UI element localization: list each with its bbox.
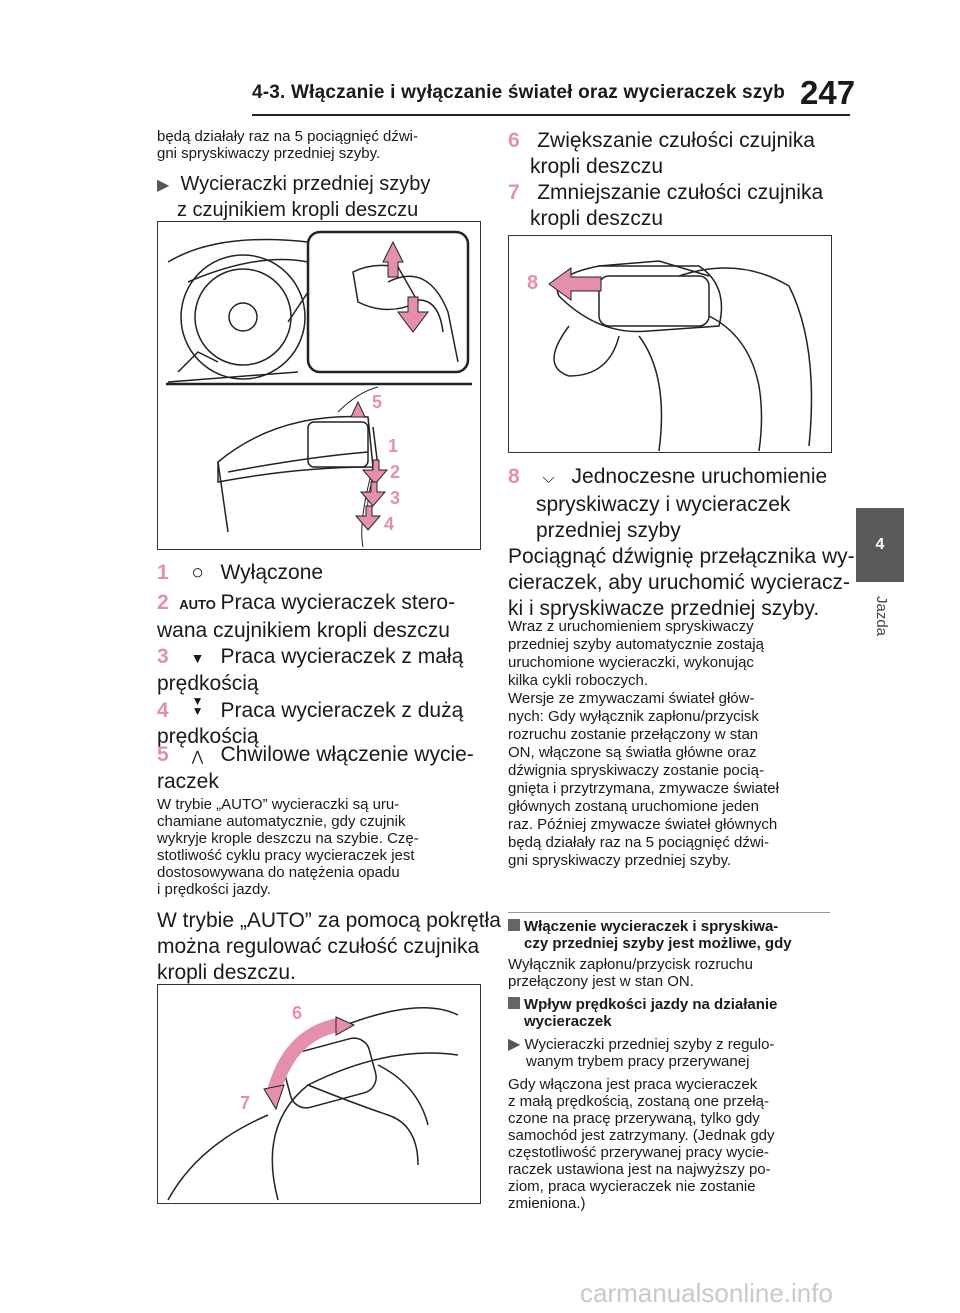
washer-spray-icon: ⌵ <box>542 470 555 487</box>
figure-washer-pull: 8 <box>508 235 832 453</box>
chevron-down-icon: ▼ <box>190 650 205 666</box>
double-chevron-down-icon: ▼▼ <box>191 694 204 718</box>
header-rule <box>252 114 850 116</box>
list-item: 1 ○Wyłączone <box>157 561 324 584</box>
left-note: W trybie „AUTO” wycieraczki są uru-chami… <box>157 796 419 898</box>
figure-steering-wiper-lever: 5 1 2 3 4 <box>157 221 481 550</box>
list-item: 8 ⌵Jednoczesne uruchomienie spryskiwaczy… <box>508 465 828 542</box>
list-item: 3 ▼Praca wycieraczek z małą prędkością <box>157 645 464 695</box>
mist-chevron-up-icon: ⋀ <box>191 748 204 764</box>
watermark: carmanualsonline.info <box>580 1278 833 1308</box>
condition-sub-2: ▶ Wycieraczki przedniej szyby z regulo- … <box>508 1036 775 1070</box>
chapter-tab-label: Jazda <box>873 596 890 637</box>
figure-callout-6: 6 <box>292 1003 303 1023</box>
figure-callout-4: 4 <box>384 514 395 534</box>
square-bullet-icon <box>508 997 520 1009</box>
right-paragraph: Pociągnąć dźwignię przełącznika wy-ciera… <box>508 545 855 620</box>
section-title: 4-3. Włączanie i wyłączanie świateł oraz… <box>252 82 786 103</box>
figure-sensitivity-dial: 6 7 <box>157 984 481 1204</box>
triangle-bullet-icon: ▶ <box>157 177 170 194</box>
section-divider <box>508 912 830 913</box>
figure-callout-5: 5 <box>372 392 383 412</box>
triangle-bullet-icon: ▶ <box>508 1036 521 1053</box>
washer-lever-illustration <box>548 260 813 452</box>
dial-illustration <box>167 1007 459 1201</box>
page-number: 247 <box>800 74 856 111</box>
list-item: 6 Zwiększanie czułości czujnika kropli d… <box>508 129 815 178</box>
chapter-tab[interactable]: 4 <box>856 508 904 582</box>
list-item: 7 Zmniejszanie czułości czujnika kropli … <box>508 181 824 230</box>
off-circle-icon: ○ <box>191 561 204 584</box>
list-item: 5 ⋀Chwilowe włączenie wycie- raczek <box>157 743 474 793</box>
figure-callout-7: 7 <box>240 1093 251 1113</box>
figure-callout-8: 8 <box>527 272 539 294</box>
figure-callout-2: 2 <box>390 462 401 482</box>
figure-callout-1: 1 <box>388 436 399 456</box>
figure-callout-3: 3 <box>390 488 401 508</box>
list-item: 4 ▼▼Praca wycieraczek z dużą prędkością <box>157 694 464 748</box>
wiper-lever-illustration <box>166 230 472 548</box>
left-heading: ▶ Wycieraczki przedniej szyby z czujniki… <box>157 173 431 221</box>
square-bullet-icon <box>508 919 520 931</box>
left-intro: będą działały raz na 5 pociągnięć dźwi-g… <box>157 128 418 162</box>
auto-icon: AUTO <box>179 597 216 612</box>
condition-heading-1: Włączenie wycieraczek i spryskiwa- czy p… <box>508 918 792 952</box>
condition-heading-2: Wpływ prędkości jazdy na działanie wycie… <box>508 996 777 1030</box>
